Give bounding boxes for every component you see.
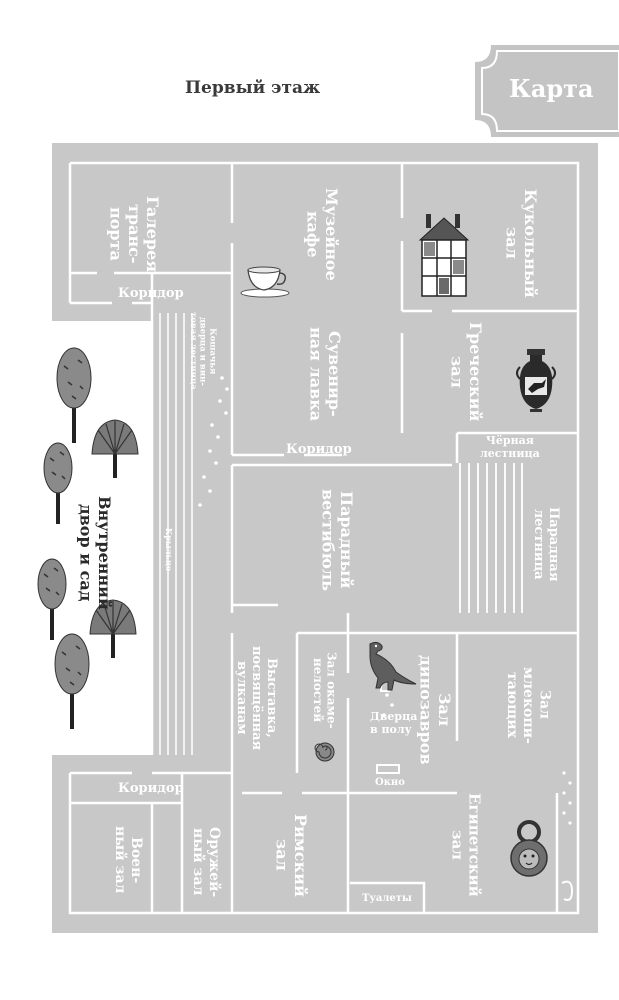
ammonite-icon: [314, 742, 335, 762]
greek-vase-icon: [516, 349, 556, 412]
room-roman-hall[interactable]: Римский зал: [272, 813, 310, 897]
room-souvenir-shop[interactable]: Сувенир- ная лавка: [306, 326, 344, 422]
room-greek-hall[interactable]: Греческий зал: [447, 322, 485, 422]
volcano-exhibit[interactable]: Выставка, посвящённая вулканам: [233, 645, 279, 751]
room-fossil-hall[interactable]: Зал окаме- нелостей: [310, 651, 339, 729]
room-transport-gallery[interactable]: Галерея транс- порта: [106, 195, 163, 273]
corridor-bottom[interactable]: Коридор: [118, 781, 184, 796]
floor-plan: [52, 143, 598, 933]
porch-lines: [159, 313, 193, 755]
lion-door-knocker-icon: [510, 820, 548, 877]
tree-icon: [54, 633, 90, 729]
fan-tree-icon: [89, 599, 137, 658]
tree-icon: [56, 347, 92, 443]
cat-door-and-spiral-stairs[interactable]: Кошачья дверца и вин- товая лестница: [187, 312, 218, 390]
room-mammals-hall[interactable]: Зал млекопи- тающих: [504, 666, 553, 744]
teacup-icon: [240, 266, 290, 298]
window: Окно: [375, 777, 405, 788]
floor-door[interactable]: Дверца в полу: [370, 710, 418, 737]
room-dinosaur-hall[interactable]: Зал динозавров: [416, 655, 454, 765]
room-main-lobby[interactable]: Парадный вестибюль: [318, 488, 356, 592]
toilets[interactable]: Туалеты: [362, 893, 412, 904]
map-tab-frame: [475, 45, 619, 137]
courtyard-and-garden[interactable]: Внутренний двор и сад: [76, 496, 114, 610]
room-museum-cafe[interactable]: Музейное кафе: [303, 187, 341, 281]
tree-icon: [37, 558, 67, 640]
map-tab[interactable]: Карта: [509, 74, 594, 103]
fan-tree-icon: [91, 419, 139, 478]
room-egyptian-hall[interactable]: Египетский зал: [448, 793, 484, 897]
corridor-top-left[interactable]: Коридор: [118, 286, 184, 301]
dollhouse-icon: [418, 214, 470, 297]
dotted-paths: [198, 376, 572, 825]
dinosaur-icon: [369, 641, 417, 691]
walls: [68, 161, 580, 915]
main-stairs-lines: [459, 463, 523, 613]
room-weapons-hall[interactable]: Оружей- ный зал: [190, 826, 223, 898]
window-marker: [376, 764, 400, 774]
back-stairs[interactable]: Чёрная лестница: [480, 434, 540, 461]
main-stairs[interactable]: Парадная лестница: [530, 506, 561, 582]
corridor-middle[interactable]: Коридор: [286, 442, 352, 457]
tree-icon: [43, 442, 73, 524]
porch[interactable]: Крыльцо: [164, 528, 175, 572]
room-dolls-hall[interactable]: Кукольный зал: [502, 188, 540, 298]
page-title: Первый этаж: [185, 78, 321, 98]
egyptian-wall-curl: [561, 880, 574, 901]
floor-area: [52, 143, 598, 933]
room-military-hall[interactable]: Воен- ный зал: [112, 826, 145, 894]
